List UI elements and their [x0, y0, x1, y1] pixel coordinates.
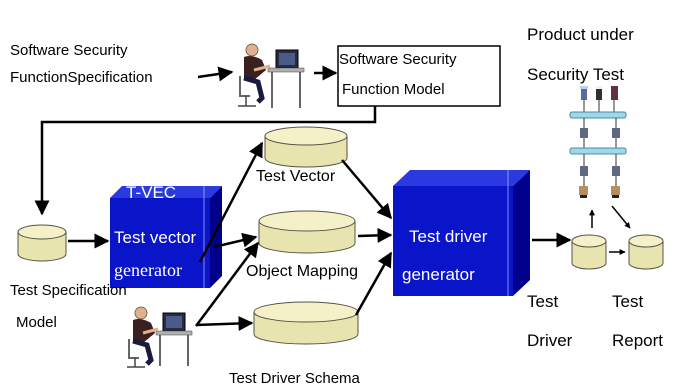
test-report-cylinder-icon	[628, 234, 664, 270]
test-vector-label: Test Vector	[256, 168, 336, 185]
driver-gen-label-line2: generator	[402, 265, 475, 284]
person-at-computer-icon	[238, 43, 305, 108]
tvec-cube	[110, 186, 222, 288]
test-spec-label-line1: Test Specification	[10, 282, 127, 299]
model-box	[337, 45, 501, 107]
person-at-computer-icon	[127, 306, 193, 368]
network-devices-icon	[569, 86, 627, 198]
arrow-product-to-report	[611, 205, 631, 229]
arrow-model-to-spec	[34, 106, 377, 216]
sw-spec-label-line2: FunctionSpecification	[10, 69, 153, 86]
model-label-line2: Function Model	[342, 81, 445, 98]
driver-label-line1: Test	[527, 292, 559, 311]
arrow-tvec-to-mapping	[213, 232, 258, 249]
driver-generator-cube	[393, 170, 530, 296]
report-label-line1: Test	[612, 292, 644, 311]
arrow-person-to-schema	[195, 315, 254, 331]
tvec-label-line3: generator	[114, 260, 182, 280]
test-spec-cylinder-icon	[17, 224, 67, 262]
arrow-mapping-to-generator	[357, 227, 393, 243]
object-mapping-label: Object Mapping	[246, 263, 359, 280]
driver-label-line2: Driver	[527, 331, 573, 350]
tvec-label-line1: T-VEC	[126, 183, 177, 202]
test-vector-cylinder-icon	[264, 126, 348, 168]
product-label-line1: Product under	[527, 25, 634, 44]
arrow-vector-to-generator	[341, 159, 392, 220]
test-driver-schema-label: Test Driver Schema	[229, 370, 360, 387]
test-driver-cylinder-icon	[571, 234, 607, 270]
tvec-label-line2: Test vector	[114, 228, 197, 247]
driver-schema-cylinder-icon	[253, 301, 359, 345]
arrow-tvec-to-vector	[198, 141, 264, 263]
report-label-line2: Report	[612, 331, 664, 350]
object-mapping-cylinder-icon	[258, 210, 356, 254]
sw-spec-label-line1: Software Security	[10, 42, 128, 59]
product-label-line2: Security Test	[527, 65, 625, 84]
model-label-line1: Software Security	[339, 51, 457, 68]
arrow-schema-to-generator	[354, 251, 393, 316]
driver-gen-label-line1: Test driver	[409, 227, 488, 246]
test-spec-label-line2: Model	[16, 314, 57, 331]
arrow-spec-to-person	[197, 66, 234, 82]
arrow-person-to-mapping	[194, 241, 260, 327]
